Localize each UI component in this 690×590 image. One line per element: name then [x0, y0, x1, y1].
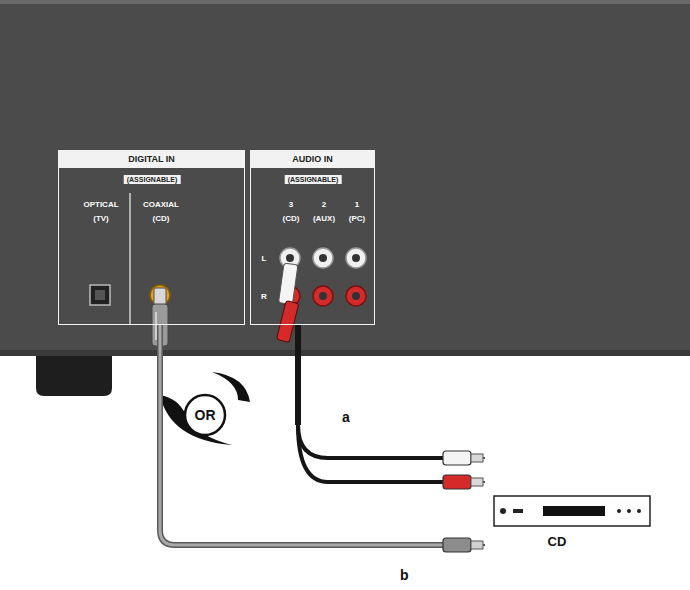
panel-label: (ASSIGNABLE)	[285, 175, 342, 184]
panel-label: 2	[322, 201, 326, 209]
cd-player: CD	[485, 445, 655, 560]
rear-panel	[0, 0, 690, 356]
panel-label: (TV)	[93, 215, 109, 223]
cable-label: a	[340, 410, 352, 425]
coaxial-jack	[150, 285, 170, 305]
optical-jack	[95, 290, 105, 300]
panel-heading: DIGITAL IN	[59, 151, 244, 168]
digital-in-panel: DIGITAL IN (ASSIGNABLE) OPTICAL (TV) COAXIAL…	[58, 150, 245, 325]
panel-label: L	[262, 255, 267, 263]
optical-jack	[90, 285, 110, 305]
panel-label: R	[261, 293, 267, 301]
panel-label: 1	[355, 201, 359, 209]
audio-in-panel: AUDIO IN (ASSIGNABLE) 3 (CD) 2 (AUX) 1 (PC) L R	[250, 150, 375, 325]
cable	[298, 325, 485, 489]
panel-edge	[0, 0, 690, 4]
or-swoosh	[160, 372, 250, 445]
or-text: OR	[195, 408, 216, 422]
panel-label: (PC)	[349, 215, 365, 223]
panel-heading: AUDIO IN	[251, 151, 374, 168]
panel-label: 3	[289, 201, 293, 209]
panel-label: (ASSIGNABLE)	[124, 175, 181, 184]
panel-label: OPTICAL	[83, 201, 118, 209]
device-label: CD	[548, 535, 567, 548]
panel-label: (AUX)	[313, 215, 335, 223]
or-badge: OR	[183, 393, 227, 437]
panel-label: (CD)	[153, 215, 170, 223]
divider-line	[129, 193, 130, 324]
panel-edge	[0, 350, 690, 356]
panel-label: COAXIAL	[143, 201, 179, 209]
cable-label: b	[398, 568, 411, 583]
cd-player-icon	[493, 495, 653, 529]
foot	[36, 356, 112, 396]
cable	[160, 325, 485, 552]
panel-label: (CD)	[283, 215, 300, 223]
